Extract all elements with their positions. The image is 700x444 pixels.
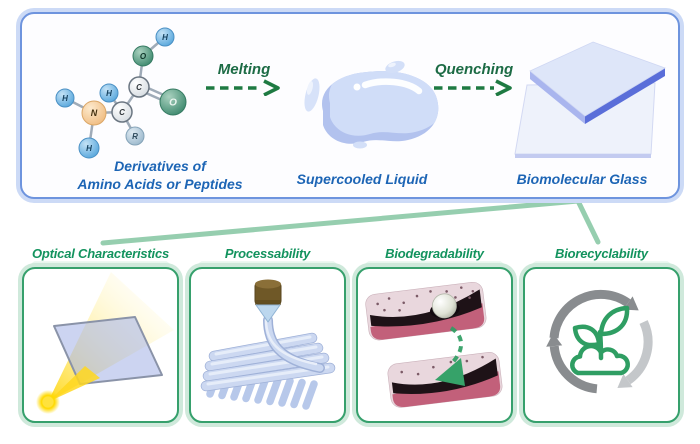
atom-label: C <box>136 83 142 92</box>
card-frame <box>523 267 680 423</box>
atom-label: N <box>91 108 98 118</box>
card-title: Optical Characteristics <box>31 246 170 261</box>
card-frame <box>189 267 346 423</box>
molecule-caption: Derivatives of Amino Acids or Peptides <box>30 157 290 193</box>
card-title: Biorecyclability <box>555 246 648 261</box>
printing-nozzle-lattice-icon <box>200 279 336 410</box>
recycle-arrows-sprout-icon <box>546 289 653 394</box>
melting-label: Melting <box>217 61 271 78</box>
card-top-bevel <box>22 261 179 271</box>
card-frame <box>22 267 179 423</box>
supercooled-liquid-icon <box>304 60 439 149</box>
molecule-atoms: H O C O H C N H H R <box>55 27 187 159</box>
molecule-caption-line1: Derivatives of <box>114 158 206 174</box>
liquid-caption: Supercooled Liquid <box>296 171 428 187</box>
recycle-arrows-icon <box>546 289 653 394</box>
dashed-arrow-icon <box>434 79 512 96</box>
property-card-optical: Optical Characteristics <box>22 244 179 424</box>
extruded-filament <box>263 315 325 373</box>
molecule-bonds <box>64 36 175 149</box>
atom-label: O <box>140 52 147 61</box>
quenching-label: Quenching <box>434 61 514 78</box>
glass-pane <box>53 316 163 385</box>
tissue-block-top <box>365 281 487 341</box>
atom-label: H <box>106 89 112 98</box>
glass-pane-light-beam-icon <box>36 272 174 414</box>
light-source <box>42 396 54 408</box>
process-panel: H O C O H C N H H R <box>20 12 680 199</box>
card-top-bevel <box>523 261 680 271</box>
tissue-speckles <box>400 355 484 376</box>
amino-acid-molecule-icon: H O C O H C N H H R <box>55 27 187 159</box>
atom-label: R <box>132 132 138 141</box>
card-title: Processability <box>224 246 311 261</box>
degradation-arrowhead <box>435 358 465 386</box>
tissue-degradation-icon <box>365 281 503 408</box>
property-card-biodegradability: Biodegradability <box>356 244 513 424</box>
atom-label: O <box>169 98 177 109</box>
card-top-bevel <box>356 261 513 271</box>
light-beam <box>48 366 100 402</box>
glass-bead <box>431 293 457 319</box>
molecule-caption-line2: Amino Acids or Peptides <box>77 176 243 192</box>
sprout-icon <box>570 305 630 376</box>
card-title: Biodegradability <box>385 246 484 261</box>
glass-sheets-icon <box>514 41 666 158</box>
atom-label: H <box>86 144 92 153</box>
melting-step: Melting <box>202 61 286 96</box>
dashed-arrow-icon <box>206 79 280 96</box>
printer-nozzle <box>254 279 282 323</box>
atom-label: H <box>62 94 68 103</box>
card-top-bevel <box>189 261 346 271</box>
tissue-speckles <box>376 286 475 312</box>
atom-label: C <box>119 108 125 117</box>
card-frame <box>356 267 513 423</box>
atom-label: H <box>162 33 168 42</box>
property-card-biorecyclability: Biorecyclability <box>523 244 680 424</box>
quenching-step: Quenching <box>429 61 519 96</box>
property-card-processability: Processability <box>189 244 346 424</box>
degradation-dashed-arrow <box>449 326 464 366</box>
glass-caption: Biomolecular Glass <box>516 171 648 187</box>
